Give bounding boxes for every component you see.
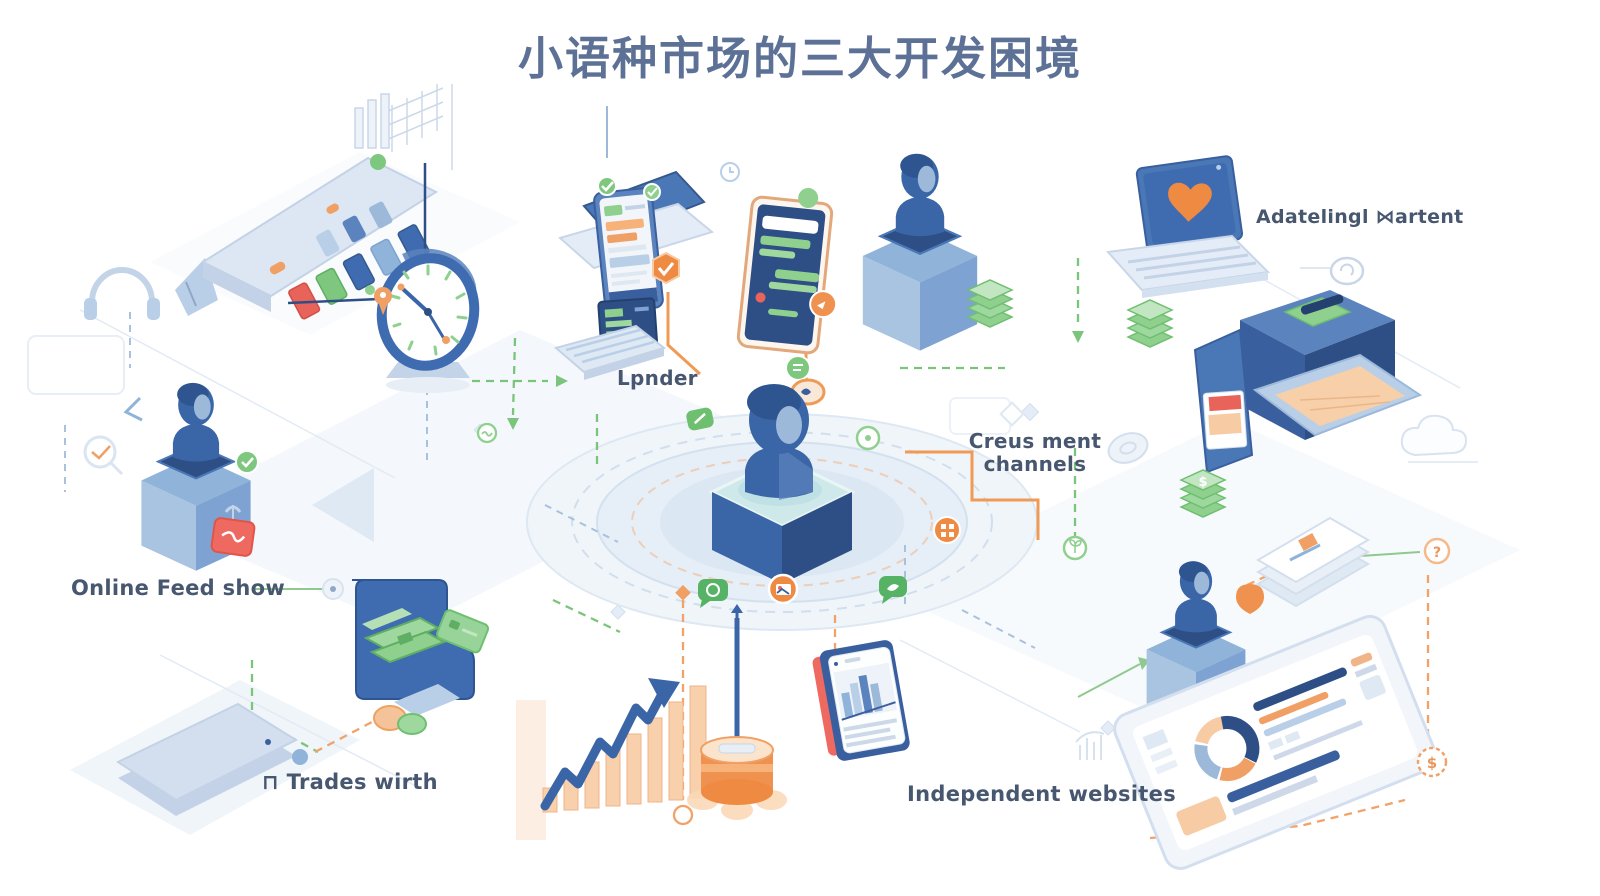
orange-diamond-badge — [675, 584, 691, 601]
growth-arrow — [540, 689, 667, 811]
search-icon — [83, 435, 124, 476]
sketch-doodle — [1075, 731, 1105, 760]
upload-badge — [731, 604, 743, 618]
label-online-feed: Online Feed show — [71, 576, 286, 600]
heart-icon — [1168, 182, 1212, 222]
coin-icon-green — [397, 713, 427, 735]
cloud-icon — [1400, 414, 1478, 463]
svg-text:$: $ — [1427, 754, 1437, 772]
flag-icon — [1298, 532, 1318, 552]
label-payment-channels-line1: Creus ment — [968, 429, 1102, 453]
label-ai-content: Adatelingl ⋈artent — [1256, 206, 1464, 228]
label-trades: ⊓ Trades wirth — [262, 770, 438, 794]
bank-card-icon — [436, 609, 489, 654]
bracket-glyph: ⊓ — [262, 770, 280, 794]
dollar-badge: $ — [1416, 746, 1448, 778]
label-trades-text: Trades wirth — [286, 770, 438, 794]
check-badge-green — [597, 176, 661, 201]
person-top — [861, 152, 979, 352]
laptop-with-list — [557, 162, 740, 314]
list-card — [593, 187, 664, 314]
drop-pin-icon — [1236, 584, 1264, 614]
label-payment-channels: Creus ment channels — [955, 430, 1115, 476]
page-title: 小语种市场的三大开发困境 — [517, 32, 1082, 85]
stacked-cards — [1256, 516, 1370, 608]
cart-badge — [235, 450, 259, 474]
label-payment-channels-line2: channels — [983, 452, 1087, 476]
chat-badge-right — [879, 576, 907, 604]
wallet-folder — [352, 579, 489, 735]
wire-grid — [385, 84, 453, 170]
link-badge — [686, 407, 714, 431]
grid-badge — [933, 516, 961, 544]
feedshow-node — [322, 578, 344, 600]
orange-endpoint-circle — [672, 804, 694, 826]
scroll-icon — [1300, 256, 1365, 286]
label-lender: Lpnder — [617, 366, 698, 390]
chat-phone — [736, 188, 838, 355]
green-dot-badge — [370, 154, 386, 170]
heart-laptop — [1105, 155, 1271, 298]
chat-badge-left — [698, 579, 728, 608]
squiggle-badge — [476, 422, 498, 444]
connector-lines-blue-dashed — [64, 312, 1036, 649]
growth-chart — [516, 678, 707, 840]
hub-badges — [476, 407, 1088, 618]
money-stack-icon: $ — [1180, 469, 1226, 518]
green-stack-icon-laptop — [1127, 299, 1173, 348]
monitor-with-keyboard — [553, 297, 667, 380]
browser-card — [812, 640, 910, 761]
check-badge-hexagon — [652, 251, 680, 285]
big-arrow-left — [312, 468, 374, 542]
shopping-tag-icon — [210, 505, 256, 557]
dashboard-tablet — [1113, 614, 1438, 870]
closed-tablet — [115, 702, 299, 816]
center-person-hub — [708, 384, 856, 584]
sprout-badge — [1062, 535, 1088, 561]
label-independent-websites: Independent websites — [907, 782, 1176, 806]
printer-pos — [1193, 290, 1423, 474]
voice-badge — [785, 355, 811, 381]
database-icon — [687, 618, 787, 820]
svg-text:?: ? — [1433, 545, 1441, 561]
mini-bars — [354, 93, 390, 149]
small-clock-icon — [720, 162, 740, 182]
clock-ticks — [390, 264, 468, 356]
node-dot — [292, 749, 308, 765]
question-badge: ? — [1423, 537, 1451, 565]
roll-icon — [1107, 432, 1149, 464]
dot-badge-1 — [855, 425, 881, 451]
svg-text:$: $ — [1198, 475, 1207, 490]
location-pin-icon — [365, 285, 392, 315]
headphones-icon — [84, 267, 160, 320]
send-badge — [809, 290, 838, 319]
image-badge — [767, 573, 799, 605]
clock-icon — [365, 248, 480, 393]
arrowhead-blue — [123, 396, 143, 422]
